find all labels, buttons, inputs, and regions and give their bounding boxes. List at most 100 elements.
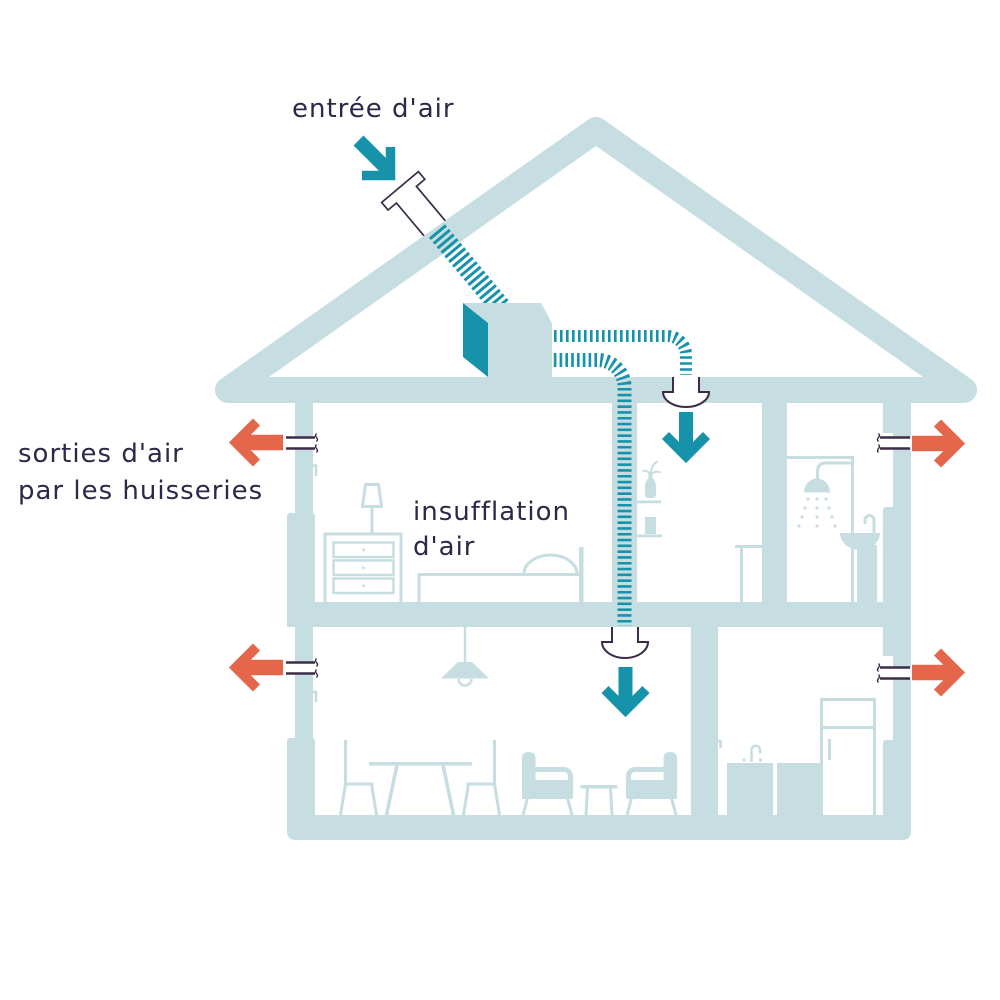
air-inlet-label: entrée d'air [292, 94, 455, 124]
arrow-head [933, 648, 966, 697]
faucet-spout [750, 744, 762, 762]
water-drop [815, 506, 819, 510]
table-lamp-icon [361, 483, 383, 534]
supply-duct-landing [548, 330, 692, 375]
side-table-leg [740, 548, 743, 603]
shower-head [804, 478, 830, 493]
bathroom-fixtures [787, 456, 880, 603]
bed-pillow [522, 553, 579, 575]
dining-chair-icon [339, 740, 378, 816]
dining-table-icon [369, 762, 472, 816]
arrow-head [933, 419, 966, 468]
lamp-bulb [457, 678, 473, 687]
vent-flaps [876, 433, 881, 453]
exterior-wall-right-window-upper [893, 430, 911, 510]
exterior-wall-right-upper-lintel [883, 400, 911, 433]
air-exhaust-arrow-icon [228, 643, 283, 692]
water-drop [797, 524, 801, 528]
diffuser-outline [600, 627, 650, 659]
water-drop [815, 497, 819, 501]
exterior-wall-left-lower [287, 738, 315, 828]
dresser-frame [323, 532, 403, 603]
plant-vase [645, 472, 656, 498]
vent-lines [880, 666, 910, 680]
kitchen-fixtures [727, 698, 876, 818]
side-table-icon [735, 545, 762, 603]
drawer-knob [362, 584, 365, 588]
window-handle [312, 690, 318, 702]
window-vent-icon [286, 433, 319, 453]
dresser-drawer [332, 541, 395, 559]
table-legs [384, 764, 456, 816]
labels: entrée d'air sorties d'air par les huiss… [18, 94, 570, 562]
water-drop [815, 515, 819, 519]
shower-arm [816, 461, 852, 479]
coffee-table-top [580, 785, 618, 789]
shower-rail-top [787, 456, 854, 459]
house-structure [215, 117, 977, 840]
landing-furniture [637, 460, 762, 603]
sink-faucet [863, 514, 876, 535]
vent-lines [286, 661, 315, 675]
diffuser-body [602, 627, 648, 658]
air-supply-label-line2: d'air [413, 532, 476, 562]
vent-flaps [314, 658, 319, 678]
shower-water-drops [797, 497, 837, 528]
armchair-arm [626, 767, 664, 781]
diffuser-outline [661, 377, 711, 408]
window-vent-icon [876, 433, 911, 453]
ventilation-ducts [428, 224, 692, 626]
water-drop [830, 515, 834, 519]
bed-icon [417, 547, 584, 603]
exterior-wall-left-upper [287, 513, 315, 605]
ceiling-diffuser-icon [661, 377, 711, 408]
water-drop [806, 497, 810, 501]
armchair-legs [625, 797, 678, 816]
dining-chair-icon [462, 740, 501, 816]
vmi-unit-side [463, 303, 488, 377]
lamp-shade [361, 483, 383, 508]
bed-headboard [579, 547, 584, 603]
air-exhaust-arrow-icon [228, 418, 283, 467]
air-inlet-arrow-icon [353, 135, 396, 181]
air-outlets-label-line1: sorties d'air [18, 439, 184, 469]
shower-rail-side [851, 456, 854, 603]
armchair-arm [535, 767, 573, 781]
vent-slot [286, 663, 315, 673]
vent-slot [880, 438, 911, 448]
air-supply-arrow-icon [661, 412, 711, 464]
wall-shelf [637, 500, 661, 504]
diffuser-body [663, 377, 709, 407]
arrow-head [228, 643, 261, 692]
armchair-icon [625, 752, 678, 816]
water-drop [815, 524, 819, 528]
faucet-knob [742, 758, 746, 762]
dresser-drawer [332, 577, 395, 595]
shower-icon [787, 456, 854, 603]
supply-duct-ground-floor [548, 353, 632, 626]
plant-icon [642, 460, 661, 498]
chair-frame [339, 740, 378, 816]
wall-shelf [637, 534, 662, 538]
armchair-legs [521, 797, 574, 816]
water-drop [824, 497, 828, 501]
air-exhaust-arrow-icon [912, 419, 966, 468]
ground-floor-slab [287, 815, 911, 840]
intake-duct [428, 224, 512, 317]
exterior-wall-left-window-upper [295, 400, 313, 516]
window-vent-icon [286, 658, 319, 678]
window-handle [312, 464, 318, 476]
arrow-shaft [353, 135, 394, 176]
vent-slot [880, 668, 911, 678]
table-top [369, 762, 472, 766]
dresser-drawer [332, 559, 395, 577]
air-supply-label-line1: insufflation [413, 497, 570, 527]
dresser-icon [323, 532, 403, 603]
armchair-seat [530, 780, 573, 799]
picture-frame-icon [645, 517, 656, 534]
faucet-knob [758, 758, 763, 762]
vent-lines [286, 436, 315, 450]
side-table-top [735, 545, 762, 548]
drawer-knob [362, 548, 365, 552]
